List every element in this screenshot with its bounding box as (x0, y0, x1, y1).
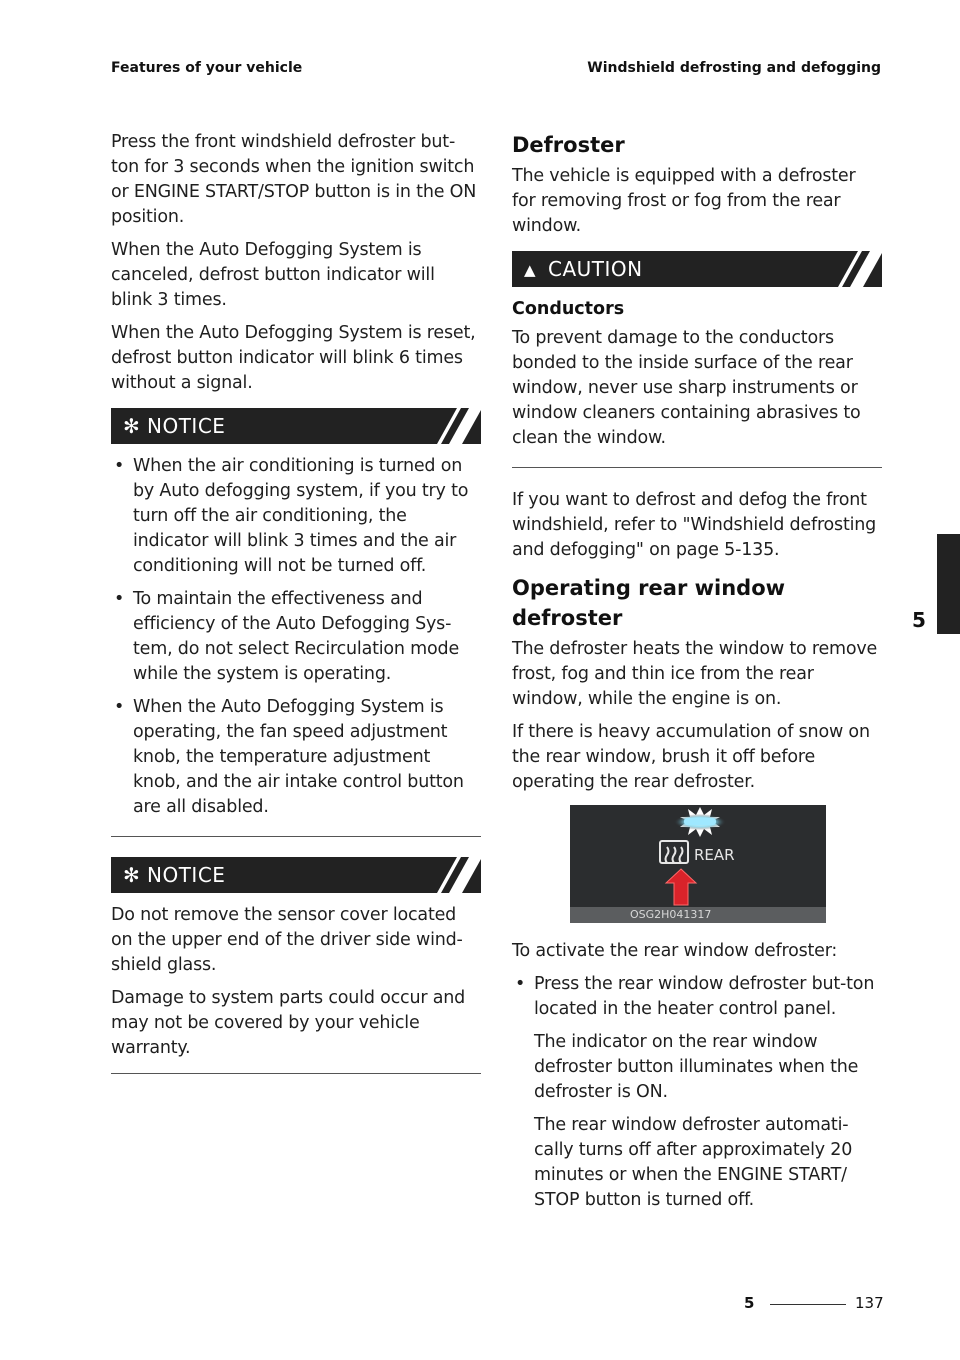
slash-decoration-icon (437, 857, 481, 893)
divider (111, 836, 481, 837)
header-topic-title: Windshield defrosting and defogging (587, 60, 881, 76)
notice-banner: ✻ NOTICE (111, 408, 481, 444)
chapter-side-tab (937, 534, 960, 634)
notice-label: NOTICE (147, 414, 226, 438)
paragraph: The defroster heats the window to remove… (512, 639, 878, 709)
section-heading: Defroster (512, 133, 625, 157)
rear-button-label: REAR (694, 846, 735, 864)
paragraph: When the Auto Defogging System is cancel… (111, 240, 435, 310)
list-item: •To maintain the effectiveness and effic… (114, 589, 460, 684)
bullet-icon: • (114, 697, 125, 717)
bullet-icon: • (515, 974, 526, 994)
snowflake-icon: ✻ (123, 414, 140, 438)
notice-label: NOTICE (147, 863, 226, 887)
paragraph: To prevent damage to the conductors bond… (512, 328, 861, 448)
chapter-number: 5 (912, 608, 926, 632)
paragraph: Damage to system parts could occur and m… (111, 988, 466, 1058)
list-item: • Press the rear window defroster but-to… (512, 972, 882, 1213)
caution-label: CAUTION (548, 257, 643, 281)
section-heading: Operating rear window defroster (512, 576, 786, 630)
notice-banner: ✻ NOTICE (111, 857, 481, 893)
paragraph: If there is heavy accumulation of snow o… (512, 722, 870, 792)
divider (111, 1073, 481, 1074)
footer-chapter: 5 (744, 1294, 755, 1312)
paragraph: To activate the rear window defroster: (512, 941, 838, 961)
bullet-icon: • (114, 589, 125, 609)
paragraph: Do not remove the sensor cover located o… (111, 905, 463, 975)
rear-defroster-figure: REAR OSG2H041317 (570, 805, 826, 923)
list-item: •When the Auto Defogging System is opera… (114, 697, 464, 817)
paragraph: If you want to defrost and defog the fro… (512, 490, 877, 560)
bullet-icon: • (114, 456, 125, 476)
paragraph: The indicator on the rear window defrost… (534, 1032, 859, 1102)
warning-triangle-icon: ▲ (524, 261, 536, 279)
snowflake-icon: ✻ (123, 863, 140, 887)
footer-divider (770, 1304, 846, 1305)
slash-decoration-icon (437, 408, 481, 444)
slash-decoration-icon (838, 251, 882, 287)
paragraph: The vehicle is equipped with a defroster… (512, 166, 856, 236)
activate-bullet-list: • Press the rear window defroster but-to… (512, 972, 882, 1213)
paragraph: The rear window defroster automati-cally… (534, 1115, 853, 1210)
header-section-title: Features of your vehicle (111, 60, 303, 76)
figure-code: OSG2H041317 (570, 907, 826, 923)
left-column: Press the front windshield defroster but… (111, 130, 481, 1094)
right-column: Defroster The vehicle is equipped with a… (512, 130, 882, 1221)
rear-defroster-button-illustration: REAR (659, 807, 735, 906)
paragraph: Press the front windshield defroster but… (111, 132, 477, 227)
notice-bullet-list: •When the air conditioning is turned on … (111, 454, 481, 820)
divider (512, 467, 882, 468)
caution-title: Conductors (512, 299, 625, 319)
paragraph: When the Auto Defogging System is reset,… (111, 323, 476, 393)
page-number: 137 (855, 1294, 884, 1312)
caution-banner: ▲ CAUTION (512, 251, 882, 287)
list-item: •When the air conditioning is turned on … (114, 456, 469, 576)
